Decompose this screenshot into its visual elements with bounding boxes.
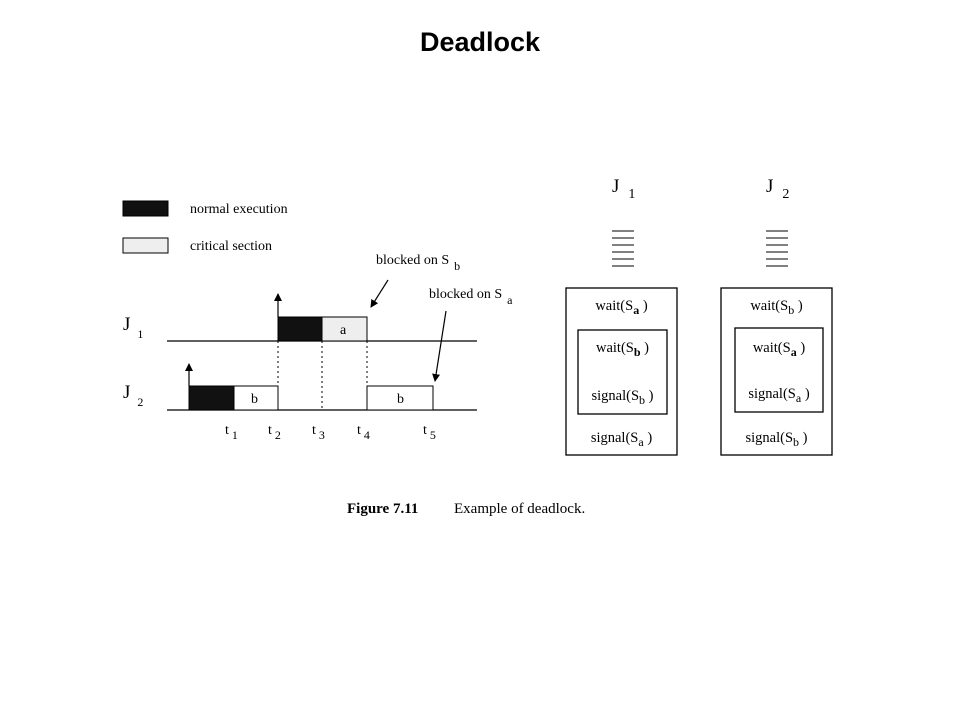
j1-normal-execution-bar xyxy=(277,316,323,342)
j2-outer-box xyxy=(720,287,833,456)
legend-critical-swatch xyxy=(122,237,169,254)
blocked-on-sb-arrow xyxy=(370,279,389,308)
j2-signal-sb: signal(Sb ) xyxy=(746,430,808,449)
legend: normal execution critical section xyxy=(122,200,288,254)
j1-signal-sb: signal(Sb ) xyxy=(592,388,654,407)
figure-caption-label: Figure 7.11 xyxy=(347,501,418,517)
j1-inner-box xyxy=(577,329,668,415)
figure-caption-text: Example of deadlock. xyxy=(454,501,585,517)
j2-inner-box xyxy=(734,327,824,413)
j2-critical-section-label-first: b xyxy=(251,392,258,407)
j1-critical-section-bar xyxy=(321,316,368,342)
legend-normal-swatch xyxy=(122,200,169,217)
legend-normal-label: normal execution xyxy=(190,202,288,217)
j2-wait-sa: wait(Sa ) xyxy=(753,340,805,359)
j1-signal-sa: signal(Sa ) xyxy=(591,430,652,449)
slide-title: Deadlock xyxy=(419,27,541,57)
j1-wait-sa: wait(Sa ) xyxy=(595,298,647,317)
legend-critical-label: critical section xyxy=(190,239,272,254)
j1-code-ellipsis-lines xyxy=(612,230,634,267)
j1-wait-sb: wait(Sb ) xyxy=(596,340,649,359)
j2-wait-sb: wait(Sb ) xyxy=(750,298,802,317)
j1-outer-box xyxy=(565,287,678,456)
j1-critical-section-label: a xyxy=(340,323,347,338)
blocked-on-sa-arrow xyxy=(432,310,447,382)
j2-critical-section-label-second: b xyxy=(397,392,404,407)
j2-normal-execution-bar xyxy=(188,385,235,411)
j2-signal-sa: signal(Sa ) xyxy=(748,386,809,405)
j2-code-ellipsis-lines xyxy=(766,230,788,267)
j2-critical-section-bar-second xyxy=(366,385,434,411)
